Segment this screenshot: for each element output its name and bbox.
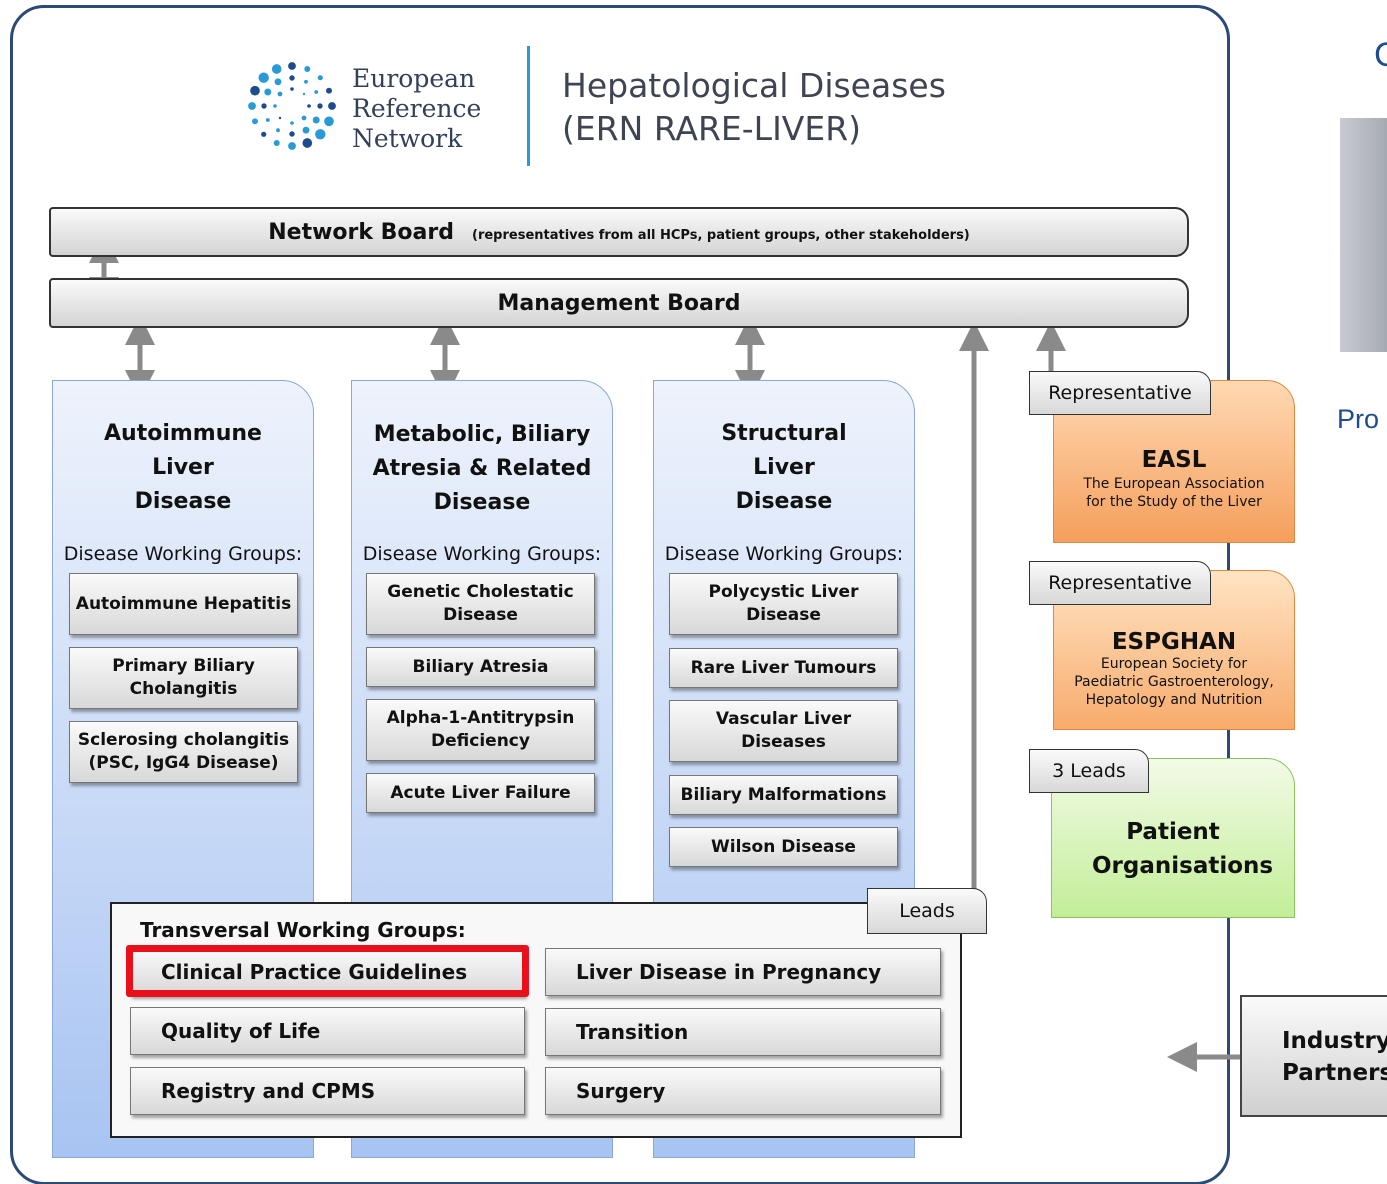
industry-line-2: Partners [1282,1060,1387,1086]
ern-logo-icon [248,62,336,150]
network-board-title: Network Board [268,219,454,245]
industry-line-1: Industry [1282,1028,1387,1054]
disease-working-groups-label: Disease Working Groups: [63,543,303,565]
representative-tag: Representative [1029,561,1211,605]
logo-line-1: European [352,64,476,93]
transversal-group-box[interactable]: Quality of Life [130,1007,525,1055]
disease-working-groups-label: Disease Working Groups: [362,543,602,565]
ern-logo-text: European Reference Network [352,64,481,154]
working-group-box[interactable]: Alpha-1-Antitrypsin Deficiency [366,699,595,761]
working-group-box[interactable]: Acute Liver Failure [366,773,595,813]
industry-partners-label: Industry Partners [1282,1025,1387,1089]
column-title: Structural Liver Disease [721,421,847,514]
background-photo [1340,118,1387,352]
working-group-box[interactable]: Rare Liver Tumours [669,648,898,688]
network-board-subtitle: (representatives from all HCPs, patient … [472,227,970,243]
working-group-box[interactable]: Genetic Cholestatic Disease [366,573,595,635]
logo-line-3: Network [352,124,463,153]
network-title: Hepatological Diseases (ERN RARE-LIVER) [562,64,946,150]
transversal-label: Transversal Working Groups: [140,918,466,942]
disease-working-groups-label: Disease Working Groups: [664,543,904,565]
network-title-line-1: Hepatological Diseases [562,66,946,105]
background-partial-text-pro: Pro [1337,404,1380,434]
management-board-title: Management Board [497,290,741,316]
network-title-line-2: (ERN RARE-LIVER) [562,109,862,148]
logo-divider [527,46,530,166]
network-board: Network Board (representatives from all … [49,207,1189,257]
working-group-box[interactable]: Biliary Malformations [669,775,898,815]
logo-line-2: Reference [352,94,482,123]
industry-partners-box: Industry Partners [1240,995,1387,1117]
background-partial-text-c: C [1374,36,1387,74]
easl-name: EASL [1141,447,1207,473]
transversal-group-box[interactable]: Registry and CPMS [130,1067,525,1115]
transversal-group-box[interactable]: Clinical Practice Guidelines [130,948,525,996]
working-group-box[interactable]: Autoimmune Hepatitis [69,573,298,635]
representative-tag: Representative [1029,371,1211,415]
leads-tag: Leads [867,888,987,934]
column-title: Autoimmune Liver Disease [104,421,262,514]
espghan-name: ESPGHAN [1111,629,1237,655]
management-board: Management Board [49,278,1189,328]
transversal-group-box[interactable]: Surgery [545,1067,941,1115]
espghan-description: European Society for Paediatric Gastroen… [1074,656,1274,708]
leads-tag: 3 Leads [1029,749,1149,793]
patient-organisations-name: Patient Organisations [1092,819,1274,879]
working-group-box[interactable]: Primary Biliary Cholangitis [69,647,298,709]
working-group-box[interactable]: Biliary Atresia [366,647,595,687]
working-group-box[interactable]: Vascular Liver Diseases [669,700,898,762]
column-title: Metabolic, Biliary Atresia & Related Dis… [372,422,592,515]
easl-description: The European Association for the Study o… [1083,476,1265,510]
transversal-group-box[interactable]: Liver Disease in Pregnancy [545,948,941,996]
working-group-box[interactable]: Wilson Disease [669,827,898,867]
working-group-box[interactable]: Sclerosing cholangitis (PSC, IgG4 Diseas… [69,721,298,783]
transversal-group-box[interactable]: Transition [545,1008,941,1056]
working-group-box[interactable]: Polycystic Liver Disease [669,573,898,635]
